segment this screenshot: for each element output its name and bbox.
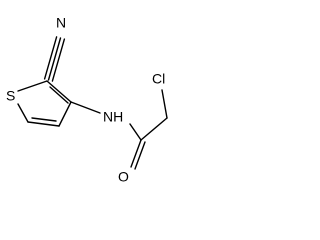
carbonyl-oxygen-label: O <box>118 169 129 185</box>
molecule-diagram: N S NH O Cl <box>6 15 168 185</box>
molecule-svg: N S NH O Cl <box>6 15 168 185</box>
ring-sulfur-label: S <box>6 88 15 104</box>
carbonyl-double-bond <box>130 139 146 170</box>
amide-nh-label: NH <box>103 109 123 125</box>
amide-bond <box>129 123 142 141</box>
chlorine-label: Cl <box>152 71 165 87</box>
ring-to-amide-bond <box>70 101 101 114</box>
nitrile-nitrogen-label: N <box>56 15 66 31</box>
ch2-to-chlorine-bond <box>161 89 168 119</box>
carbonyl-to-ch2-bond <box>140 117 168 141</box>
nitrile-triple-bond <box>43 36 66 82</box>
thiophene-ring <box>17 80 72 127</box>
